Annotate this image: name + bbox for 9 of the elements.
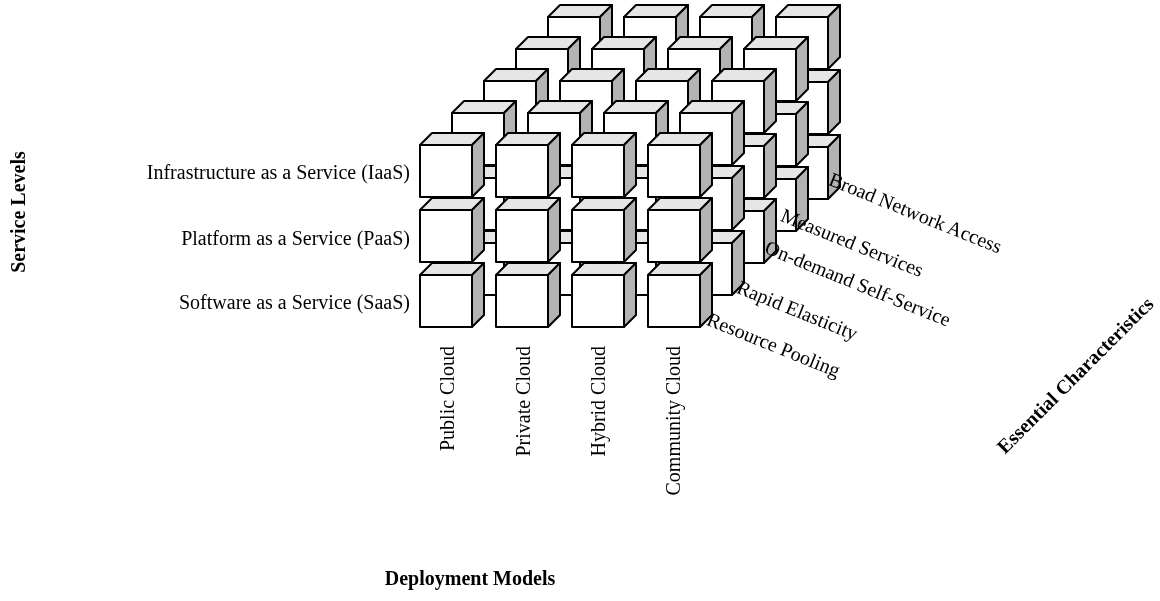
column-label: Private Cloud bbox=[511, 346, 535, 457]
column-label: Community Cloud bbox=[661, 346, 685, 496]
row-label: Platform as a Service (PaaS) bbox=[181, 226, 410, 250]
row-label: Software as a Service (SaaS) bbox=[178, 290, 410, 314]
column-label: Hybrid Cloud bbox=[586, 346, 610, 457]
column-label: Public Cloud bbox=[435, 346, 459, 451]
row-label: Infrastructure as a Service (IaaS) bbox=[146, 160, 410, 184]
axis-title: Deployment Models bbox=[384, 566, 556, 590]
axis-title: Service Levels bbox=[6, 151, 30, 273]
